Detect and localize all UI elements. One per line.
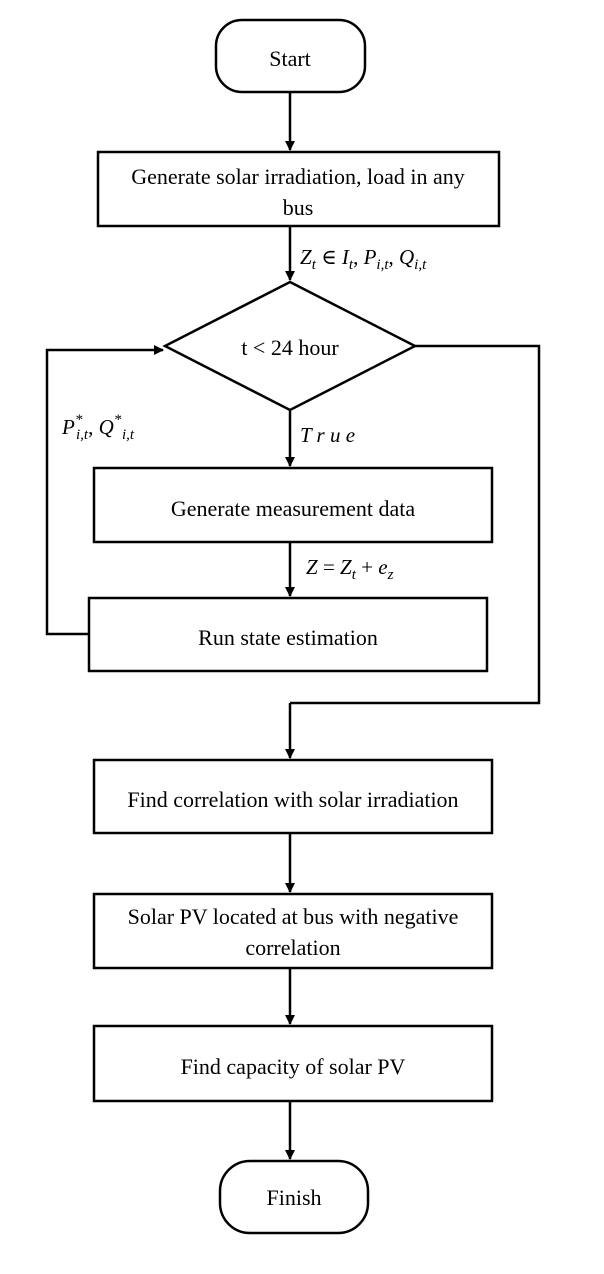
solar-pv-located-label-line1: Solar PV located at bus with negative	[128, 904, 459, 929]
generate-irradiation-label-line2: bus	[283, 195, 314, 220]
false-branch-connector	[290, 344, 541, 705]
generate-irradiation-label-line1: Generate solar irradiation, load in any	[131, 164, 465, 189]
label-fb-p-sub: i,t	[76, 427, 89, 443]
label-q: Q	[399, 245, 414, 269]
generate-measurement-process: Generate measurement data	[92, 466, 494, 544]
find-correlation-process: Find correlation with solar irradiation	[92, 758, 494, 835]
edge-label-generation-output: Zt ∈ It, Pi,t, Qi,t	[300, 245, 427, 273]
run-state-estimation-process: Run state estimation	[87, 596, 489, 673]
finish-terminal: Finish	[218, 1159, 370, 1235]
solar-pv-located-process: Solar PV located at bus with negative co…	[92, 892, 494, 970]
generate-irradiation-process: Generate solar irradiation, load in any …	[96, 150, 501, 228]
edge-label-true: T r u e	[300, 423, 355, 447]
find-capacity-label: Find capacity of solar PV	[181, 1054, 406, 1079]
label-meas-zt-sub: t	[352, 567, 357, 583]
find-correlation-label: Find correlation with solar irradiation	[127, 787, 458, 812]
label-fb-p-sup: *	[75, 412, 83, 428]
label-z-sub: t	[312, 257, 317, 273]
label-z: Z	[300, 245, 312, 269]
edge-label-feedback: P*i,t, Q*i,t	[61, 412, 135, 443]
label-meas-eq: =	[318, 555, 340, 579]
label-meas-z: Z	[306, 555, 318, 579]
label-meas-zt: Z	[340, 555, 352, 579]
label-p: P	[363, 245, 377, 269]
label-fb-sep: ,	[88, 415, 99, 439]
label-i: I	[341, 245, 350, 269]
feedback-loop-connector	[45, 345, 164, 636]
label-i-sub: t	[349, 257, 354, 273]
label-sep2: ,	[389, 245, 400, 269]
edge-label-measurement-equation: Z = Zt + ez	[306, 555, 394, 583]
label-meas-e-sub: z	[387, 567, 394, 583]
label-fb-p: P	[61, 415, 75, 439]
label-meas-plus: +	[356, 555, 378, 579]
start-terminal: Start	[214, 18, 367, 94]
label-fb-q: Q	[99, 415, 114, 439]
label-in: ∈	[316, 245, 342, 269]
label-fb-q-sup: *	[114, 412, 122, 428]
run-state-estimation-label: Run state estimation	[198, 625, 378, 650]
find-capacity-process: Find capacity of solar PV	[92, 1024, 494, 1103]
decision-label: t < 24 hour	[241, 335, 339, 360]
solar-pv-located-label-line2: correlation	[245, 935, 340, 960]
start-label: Start	[269, 46, 311, 71]
finish-label: Finish	[266, 1185, 321, 1210]
label-sep1: ,	[353, 245, 364, 269]
time-decision-diamond: t < 24 hour	[162, 280, 418, 412]
label-meas-e: e	[378, 555, 387, 579]
label-q-sub: i,t	[414, 257, 427, 273]
label-fb-q-sub: i,t	[122, 427, 135, 443]
generate-measurement-label: Generate measurement data	[171, 496, 416, 521]
label-p-sub: i,t	[376, 257, 389, 273]
